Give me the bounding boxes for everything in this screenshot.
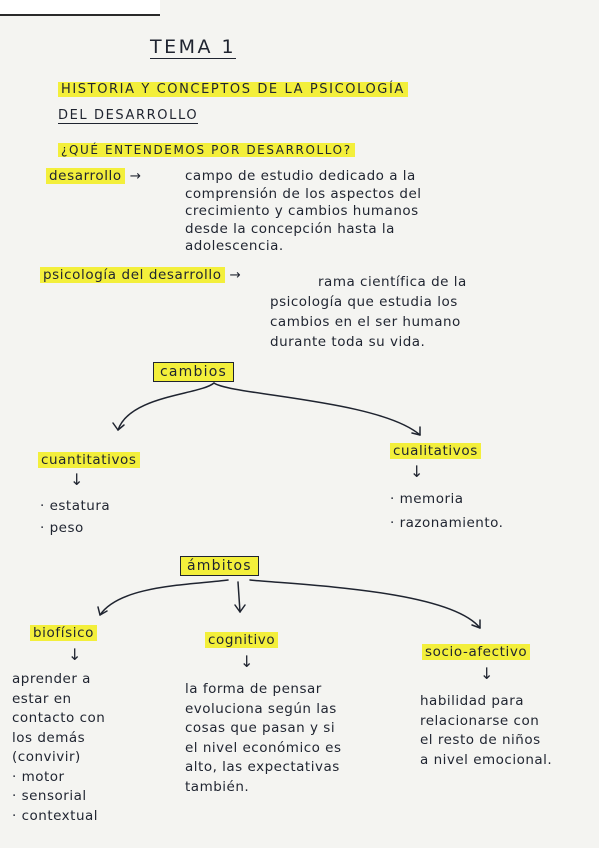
def2-line: rama científica de la (318, 274, 467, 290)
def1-line: campo de estudio dedicado a la (185, 168, 416, 184)
cuantitativos-title-row: cuantitativos (38, 452, 140, 468)
def1-line: comprensión de los aspectos del (185, 185, 422, 202)
def1-term: desarrollo (46, 168, 125, 184)
biofisico-line: · sensorial (12, 788, 87, 804)
def2-line: durante toda su vida. (270, 334, 426, 350)
biofisico-line: contacto con (12, 710, 106, 726)
cognitivo-line: cosas que pasan y si (185, 720, 336, 736)
connector-cambios-left (117, 382, 215, 431)
connector-ambitos-center (237, 581, 241, 613)
cognitivo-line: evoluciona según las (185, 700, 337, 717)
cuantitativos-arrow: ↓ (70, 470, 85, 489)
question-text: ¿QUÉ ENTENDEMOS POR DESARROLLO? (58, 143, 355, 157)
def2-definition: rama científica de la (318, 272, 467, 292)
cognitivo-line: la forma de pensar (185, 681, 322, 697)
heading-line-1: HISTORIA Y CONCEPTOS DE LA PSICOLOGÍA (58, 82, 408, 97)
socio-afectivo-arrow: ↓ (480, 664, 495, 683)
connector-cambios-right (213, 382, 421, 436)
connector-ambitos-left (99, 579, 229, 616)
heading-line-1-text: HISTORIA Y CONCEPTOS DE LA PSICOLOGÍA (58, 82, 408, 97)
def2-term-row: psicología del desarrollo → (40, 267, 241, 283)
question: ¿QUÉ ENTENDEMOS POR DESARROLLO? (58, 143, 355, 157)
socio-afectivo-title: socio-afectivo (422, 644, 531, 660)
cualitativos-arrow: ↓ (410, 462, 425, 481)
def1-line: crecimiento y cambios humanos (185, 203, 419, 219)
socio-afectivo-line: el resto de niños (420, 732, 541, 748)
biofisico-arrow: ↓ (68, 645, 83, 664)
def2-arrow: → (229, 267, 242, 283)
def1-line: desde la concepción hasta la (185, 220, 395, 237)
cualitativos-title: cualitativos (390, 443, 481, 459)
heading-line-2: DEL DESARROLLO (58, 108, 199, 124)
def2-definition-cont: psicología que estudia los cambios en el… (270, 292, 461, 352)
def1-line: adolescencia. (185, 238, 284, 254)
def2-line: cambios en el ser humano (270, 314, 461, 330)
socio-afectivo-line: relacionarse con (420, 712, 540, 729)
cognitivo-line: alto, las expectativas (185, 759, 340, 775)
cuantitativos-title: cuantitativos (38, 452, 140, 468)
list-item: · memoria (390, 491, 464, 507)
cognitivo-title-row: cognitivo (205, 632, 279, 648)
ambitos-box: ámbitos (180, 556, 259, 576)
biofisico-line: aprender a (12, 671, 91, 687)
def2-line: psicología que estudia los (270, 294, 458, 310)
list-item: · razonamiento. (390, 515, 504, 531)
list-item: · peso (40, 520, 84, 536)
def1-arrow: → (129, 168, 142, 184)
biofisico-line: estar en (12, 690, 72, 707)
page-title: TEMA 1 (150, 36, 237, 59)
biofisico-line: los demás (12, 729, 86, 746)
cuantitativos-list: · estatura · peso (40, 495, 110, 539)
def2-term: psicología del desarrollo (40, 267, 225, 283)
cognitivo-text: la forma de pensar evoluciona según las … (185, 680, 342, 797)
socio-afectivo-text: habilidad para relacionarse con el resto… (420, 692, 552, 770)
cognitivo-arrow: ↓ (240, 652, 255, 671)
cualitativos-title-row: cualitativos (390, 443, 481, 459)
cualitativos-list: · memoria · razonamiento. (390, 487, 503, 535)
socio-afectivo-line: habilidad para (420, 693, 525, 709)
cognitivo-line: también. (185, 778, 250, 795)
def1-term-row: desarrollo → (46, 168, 142, 184)
biofisico-text: aprender a estar en contacto con los dem… (12, 670, 105, 826)
biofisico-title: biofísico (30, 625, 97, 641)
biofisico-line: · motor (12, 768, 65, 785)
socio-afectivo-title-row: socio-afectivo (422, 644, 531, 660)
biofisico-line: (convivir) (12, 749, 81, 765)
page-top-edge (0, 0, 160, 16)
connector-ambitos-right (249, 579, 481, 629)
socio-afectivo-line: a nivel emocional. (420, 751, 553, 768)
def1-definition: campo de estudio dedicado a la comprensi… (185, 168, 422, 256)
cambios-box: cambios (153, 362, 234, 382)
list-item: · estatura (40, 498, 111, 514)
cognitivo-line: el nivel económico es (185, 739, 342, 756)
biofisico-title-row: biofísico (30, 625, 97, 641)
biofisico-line: · contextual (12, 807, 99, 824)
cognitivo-title: cognitivo (205, 632, 279, 648)
